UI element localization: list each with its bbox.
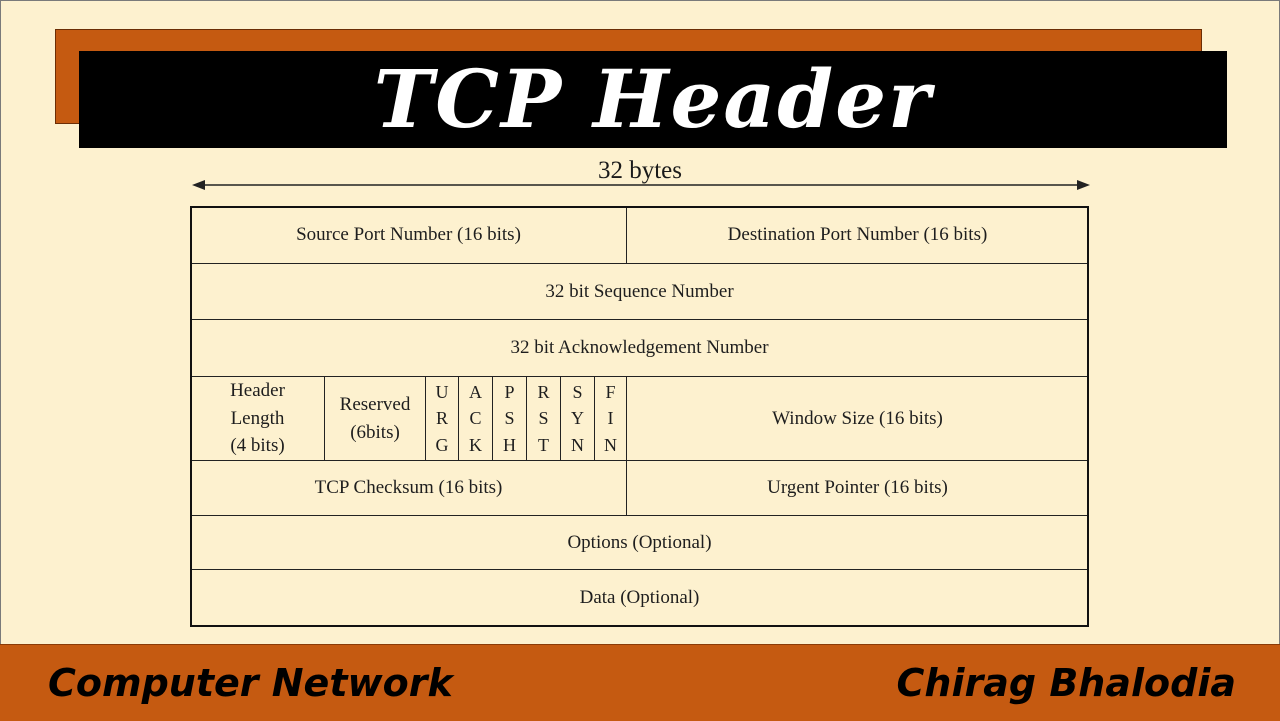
flag-rst-cell: R S T [526,376,561,461]
flag-fin-cell: F I N [594,376,627,461]
reserved-line-1: Reserved [339,393,411,415]
flag-letter: R [537,382,550,403]
flag-letter: G [435,434,449,455]
flag-letter: N [604,434,617,455]
options-cell: Options (Optional) [190,515,1089,570]
header-length-line-2: Length [230,407,285,429]
footer-bar: Computer Network Chirag Bhalodia [0,644,1280,721]
flag-letter: H [503,434,516,455]
flag-letter: U [435,382,449,403]
right-arrowhead [1077,180,1090,190]
flag-letter: K [469,434,482,455]
flag-letter: Y [571,408,584,429]
flag-letter: S [538,408,549,429]
reserved-cell: Reserved (6bits) [324,376,426,461]
header-length-cell: Header Length (4 bits) [190,376,325,461]
window-size-cell: Window Size (16 bits) [626,376,1089,461]
data-cell: Data (Optional) [190,569,1089,627]
footer-author-name: Chirag Bhalodia [896,661,1236,705]
page-title: TCP Header [373,51,933,146]
flag-urg-cell: U R G [425,376,459,461]
left-arrowhead [192,180,205,190]
header-length-line-1: Header [230,380,285,402]
title-bar: TCP Header [79,51,1227,148]
flag-letter: N [571,434,584,455]
tcp-header-diagram: Source Port Number (16 bits) Destination… [190,206,1089,627]
checksum-cell: TCP Checksum (16 bits) [190,460,627,516]
flag-syn-cell: S Y N [560,376,595,461]
flag-letter: C [469,408,482,429]
sequence-number-cell: 32 bit Sequence Number [190,263,1089,320]
flag-letter: F [605,382,616,403]
source-port-cell: Source Port Number (16 bits) [190,206,627,264]
flag-letter: P [504,382,515,403]
flag-psh-cell: P S H [492,376,527,461]
width-label: 32 bytes [597,157,683,184]
urgent-pointer-cell: Urgent Pointer (16 bits) [626,460,1089,516]
acknowledgement-number-cell: 32 bit Acknowledgement Number [190,319,1089,377]
flag-letter: T [538,434,549,455]
flag-letter: R [435,408,448,429]
reserved-line-2: (6bits) [350,421,400,443]
header-length-line-3: (4 bits) [230,435,285,457]
flag-letter: S [504,408,515,429]
flag-letter: I [607,408,614,429]
flag-letter: A [469,382,482,403]
flag-ack-cell: A C K [458,376,493,461]
footer-course-name: Computer Network [48,661,453,705]
flag-letter: S [572,382,583,403]
destination-port-cell: Destination Port Number (16 bits) [626,206,1089,264]
